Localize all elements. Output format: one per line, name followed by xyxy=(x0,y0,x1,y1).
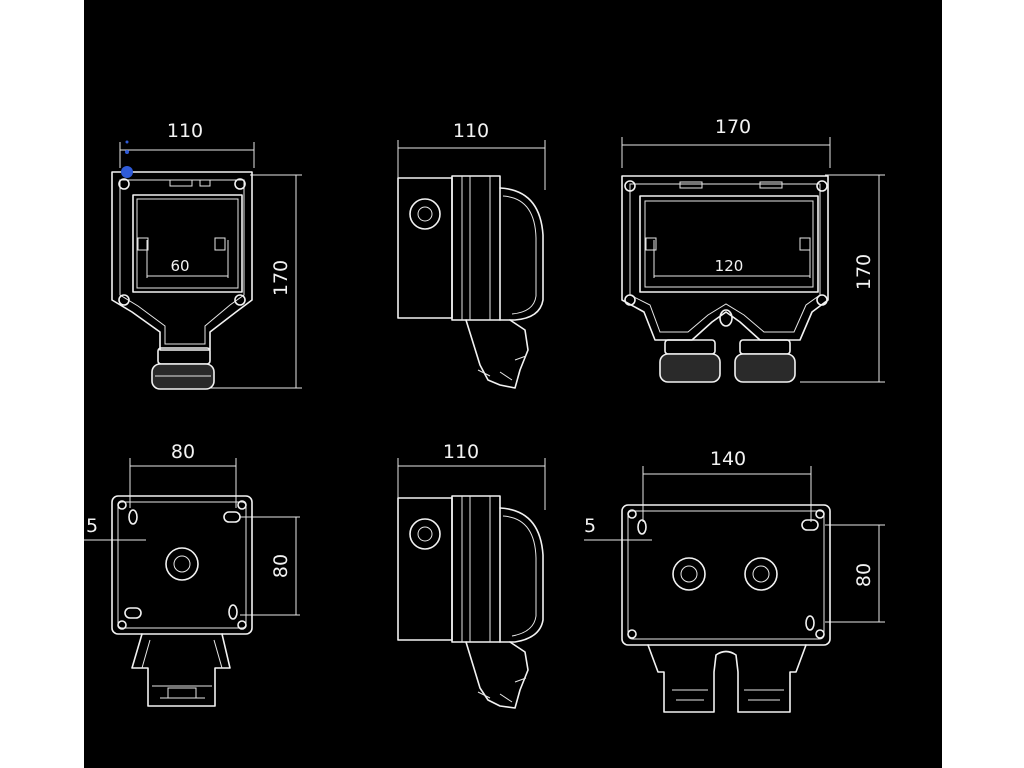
dim-double-hole-y: 80 xyxy=(853,563,875,587)
dim-single-width: 110 xyxy=(167,120,203,142)
view-single-side: 110 xyxy=(397,120,546,389)
dim-side-depth: 110 xyxy=(453,120,489,142)
dim-single-height: 170 xyxy=(270,260,292,296)
view-side-back: 110 xyxy=(397,441,546,709)
view-single-back: 80 80 5 xyxy=(84,441,300,707)
dim-single-hole-y: 80 xyxy=(270,554,292,578)
technical-drawing: 110 170 60 110 xyxy=(84,116,885,713)
dim-double-opening: 120 xyxy=(715,257,744,275)
dim-side-back-depth: 110 xyxy=(443,441,479,463)
dim-double-width: 170 xyxy=(715,116,751,138)
dim-double-hole-dia: 5 xyxy=(584,515,596,537)
view-single-front: 110 170 60 xyxy=(111,120,302,390)
view-double-front: 170 170 120 xyxy=(621,116,885,383)
dim-single-hole-dia: 5 xyxy=(86,515,98,537)
dim-double-hole-x: 140 xyxy=(710,448,746,470)
dim-single-hole-x: 80 xyxy=(171,441,195,463)
marker-dot xyxy=(121,166,133,178)
technical-drawing-panel: 110 170 60 110 xyxy=(84,0,942,768)
dim-single-opening: 60 xyxy=(170,257,189,275)
view-double-back: 140 80 5 xyxy=(584,448,885,713)
dim-double-height: 170 xyxy=(853,254,875,290)
